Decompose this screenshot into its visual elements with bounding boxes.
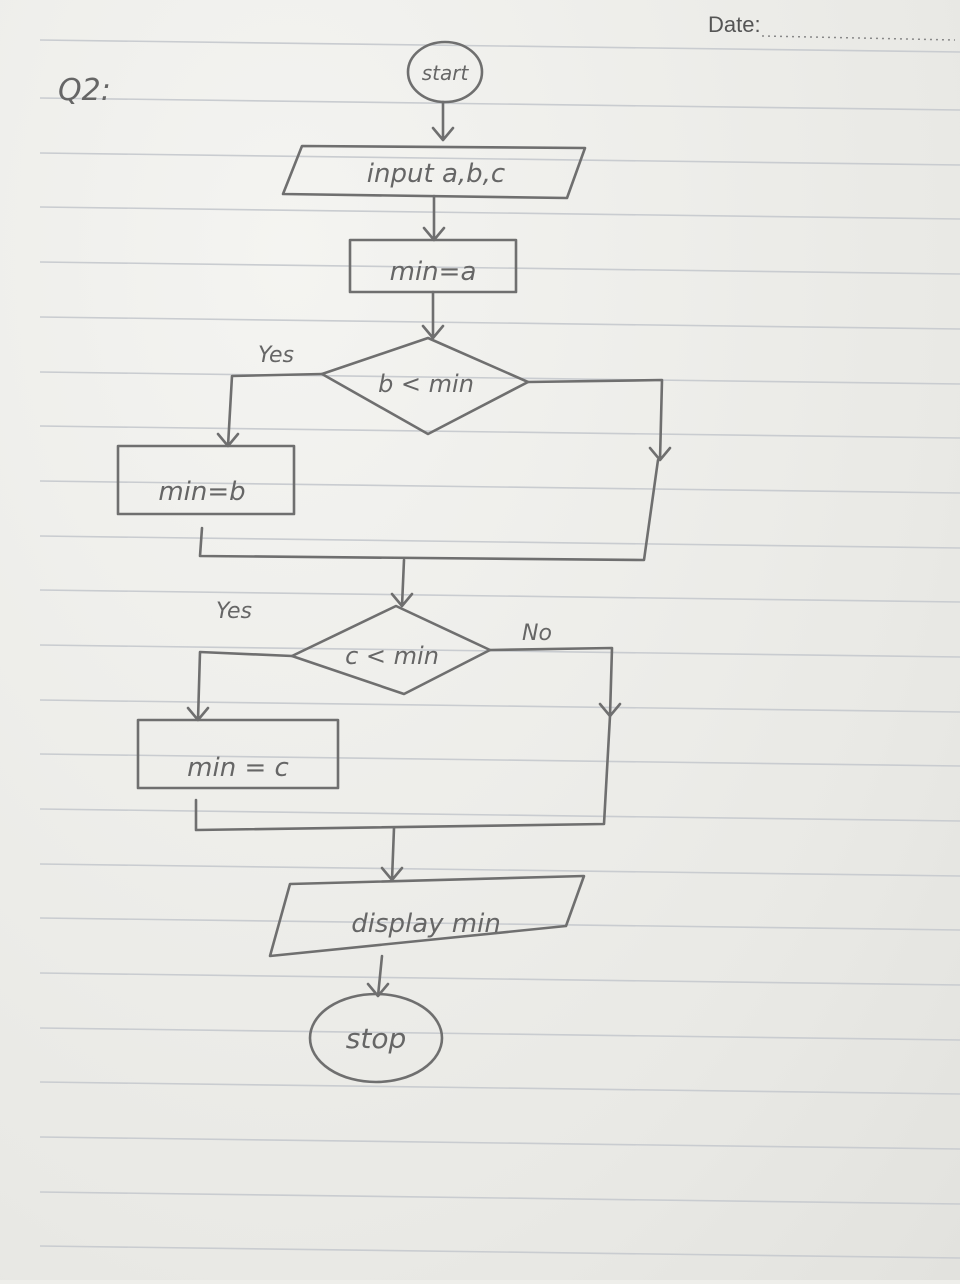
start-label: start (422, 61, 470, 85)
output-parallelogram (268, 874, 586, 958)
ruled-lines (39, 39, 960, 1259)
arrow-input-assign (422, 194, 446, 242)
start-terminal (406, 40, 484, 104)
question-number: Q2: (58, 73, 111, 108)
output-label: display min (351, 909, 501, 939)
stop-terminal (308, 992, 444, 1084)
arrow-assign-decision1 (421, 290, 445, 340)
arrow-output-stop (366, 954, 390, 998)
decision-1-yes-label: Yes (258, 343, 294, 368)
assign-c-label: min = c (187, 753, 289, 783)
date-label: Date: (708, 12, 761, 37)
arrow-decision2-yes (186, 650, 294, 722)
arrow-merge1-decision2 (390, 558, 414, 608)
decision-2-diamond (290, 604, 492, 696)
merge-line-1 (198, 458, 660, 562)
decision-2-no-label: No (522, 621, 552, 646)
assign-c-box (136, 718, 340, 790)
date-dotted-line (761, 35, 956, 41)
decision-2-label: c < min (345, 642, 439, 670)
input-parallelogram (281, 144, 587, 200)
input-label: input a,b,c (367, 159, 505, 189)
arrow-decision1-yes (216, 372, 324, 448)
stop-label: stop (346, 1022, 406, 1055)
assign-b-box (116, 444, 296, 516)
assign-a-label: min=a (390, 257, 477, 287)
arrow-merge2-output (380, 826, 404, 882)
decision-2-yes-label: Yes (216, 599, 252, 624)
decision-1-diamond (320, 336, 530, 436)
assign-b-label: min=b (158, 477, 245, 507)
arrow-start-input (431, 100, 455, 142)
decision-1-label: b < min (378, 370, 474, 398)
merge-line-2 (194, 714, 612, 832)
arrow-decision1-no (526, 378, 672, 462)
